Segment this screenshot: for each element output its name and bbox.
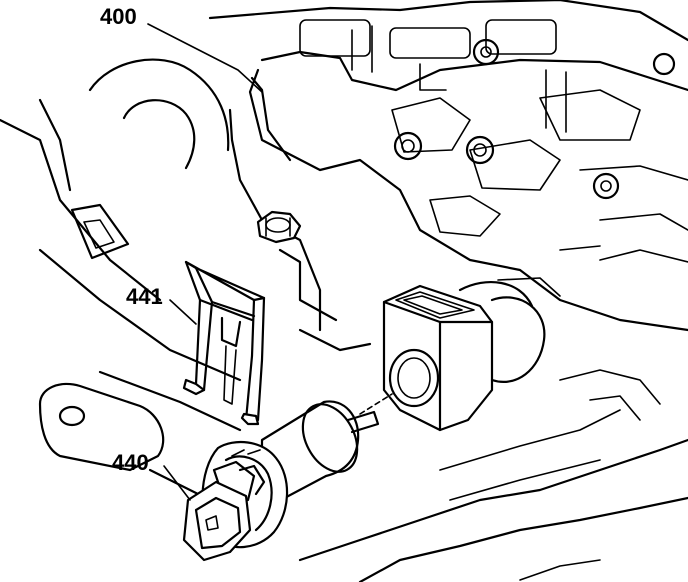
sensor-bore-housing xyxy=(382,280,546,432)
callout-441: 441 xyxy=(126,284,163,309)
speed-sensor xyxy=(182,400,380,562)
retaining-clip xyxy=(182,260,266,426)
valve-body xyxy=(208,0,688,332)
leader-lines xyxy=(147,23,263,501)
alignment-axis-line xyxy=(359,393,393,415)
transmission-case xyxy=(0,58,688,582)
callout-400: 400 xyxy=(100,4,137,29)
callout-440: 440 xyxy=(112,450,149,475)
mounting-bolt xyxy=(256,210,302,244)
